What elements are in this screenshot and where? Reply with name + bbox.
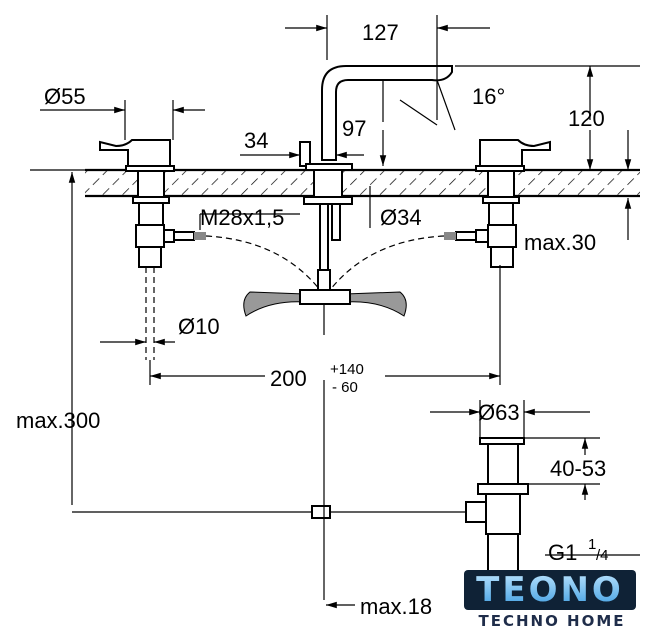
left-handle-valve <box>99 139 206 360</box>
drain-thread-denominator: /4 <box>596 547 609 564</box>
logo-name: TEONO <box>464 570 636 610</box>
dimension-lines <box>30 15 640 609</box>
spout-height-label: 120 <box>568 106 605 131</box>
drain-diameter-label: Ø63 <box>478 400 520 425</box>
spout-outlet-height-label: 97 <box>342 116 366 141</box>
teono-logo: TEONO TECHNO HOME <box>462 570 642 632</box>
spout <box>299 65 453 335</box>
logo-tagline: TECHNO HOME <box>478 612 626 630</box>
thread-label: M28x1,5 <box>200 205 284 230</box>
max-deck-thickness-label: max.30 <box>524 230 596 255</box>
drain <box>311 380 529 600</box>
center-distance-minus-label: - 60 <box>332 379 358 396</box>
max-bottom-label: max.18 <box>360 594 432 619</box>
drain-range-label: 40-53 <box>550 456 606 481</box>
center-distance-plus-label: +140 <box>330 361 364 378</box>
spout-reach-label: 127 <box>362 20 399 45</box>
hoses <box>205 235 445 317</box>
countertop <box>85 168 640 198</box>
handle-diameter-label: Ø55 <box>44 84 86 109</box>
hose-diameter-label: Ø10 <box>178 314 220 339</box>
drain-thread-label: G1 <box>548 540 577 565</box>
center-distance-label: 200 <box>270 366 307 391</box>
handle-offset-label: 34 <box>244 128 268 153</box>
drain-thread-numerator: 1 <box>588 536 596 553</box>
max-height-label: max.300 <box>16 408 100 433</box>
hole-diameter-label: Ø34 <box>380 205 422 230</box>
spout-angle-label: 16° <box>472 84 505 109</box>
right-handle-valve <box>444 139 551 268</box>
